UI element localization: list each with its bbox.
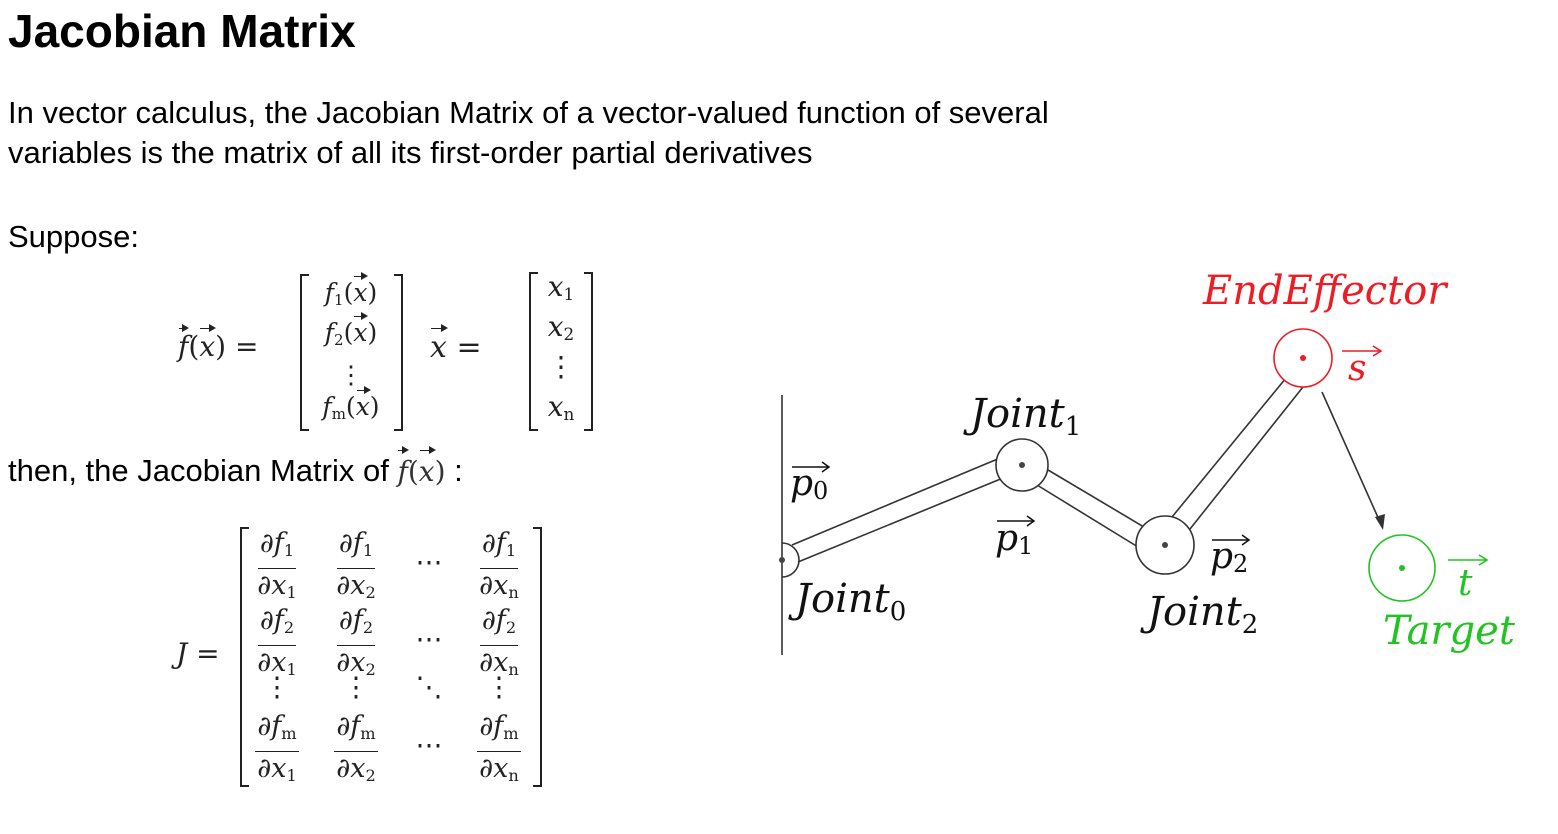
link-2	[1171, 377, 1304, 530]
arrow-head	[1375, 514, 1385, 530]
jacobian-partial-derivative: ∂fm∂x1	[255, 711, 299, 786]
f-of-x-lhs: f(x) =	[178, 324, 259, 363]
joint0-circle	[781, 542, 800, 578]
jacobian-partial-derivative: ∂f2∂x2	[336, 605, 376, 680]
end-effector-label: EndEffector	[1202, 268, 1449, 314]
jacobian-partial-derivative: ∂f1∂x1	[257, 528, 297, 603]
x-vector-entry: x2	[547, 310, 575, 345]
suppose-label: Suppose:	[8, 219, 139, 254]
x-vector-entry: xn	[547, 390, 575, 425]
target-circle	[1368, 534, 1436, 602]
jacobian-dots: ⋮	[342, 672, 370, 703]
jacobian-partial-derivative: ∂f1∂xn	[479, 528, 519, 603]
jacobian-dots: ⋮	[263, 672, 291, 703]
jacobian-dots: ⋯	[415, 547, 443, 578]
x-lhs: x =	[430, 324, 482, 365]
jacobian-dots: ⋯	[415, 730, 443, 761]
x-vector-entry: x1	[547, 270, 575, 305]
p1-label: p1	[995, 518, 1033, 560]
jacobian-partial-derivative: ∂f1∂x2	[336, 528, 376, 603]
f-matrix-entry: f1(x)	[324, 272, 378, 309]
then-line: then, the Jacobian Matrix of f(x) :	[8, 446, 463, 492]
direction-arrow	[1321, 391, 1381, 523]
t-vector-label: t	[1458, 563, 1473, 604]
x-vector-entry: ⋮	[547, 350, 575, 383]
jacobian-right-bracket	[533, 527, 542, 787]
jacobian-partial-derivative: ∂f2∂xn	[479, 605, 519, 680]
joint0-label: Joint0	[788, 576, 906, 627]
intro-line-1: In vector calculus, the Jacobian Matrix …	[8, 95, 1049, 130]
p0-label: p0	[790, 463, 828, 505]
joint2-label: Joint2	[1140, 589, 1258, 640]
s-vector-label: s	[1348, 348, 1366, 389]
jacobian-dots: ⋮	[485, 672, 513, 703]
x-matrix-right-bracket	[584, 272, 593, 431]
f-matrix-left-bracket	[300, 274, 309, 431]
joint1-label: Joint1	[963, 391, 1081, 442]
jacobian-dots: ⋯	[415, 624, 443, 655]
link-0	[791, 457, 1004, 563]
x-matrix-left-bracket	[529, 272, 538, 431]
jacobian-lhs: J =	[176, 637, 220, 670]
jacobian-left-bracket	[240, 527, 249, 787]
p2-label: p2	[1210, 536, 1248, 578]
f-matrix-entry: fm(x)	[322, 386, 380, 423]
jacobian-partial-derivative: ∂f2∂x1	[257, 605, 297, 680]
jacobian-partial-derivative: ∂fm∂x2	[334, 711, 378, 786]
f-matrix-entry: ⋮	[338, 360, 364, 389]
intro-line-2: variables is the matrix of all its first…	[8, 135, 813, 170]
jacobian-dots: ⋱	[415, 672, 443, 703]
slide-title: Jacobian Matrix	[8, 5, 356, 57]
target-label: Target	[1383, 608, 1516, 654]
f-matrix-entry: f2(x)	[324, 312, 378, 349]
link-1	[1036, 466, 1145, 548]
f-matrix-right-bracket	[394, 274, 403, 431]
jacobian-partial-derivative: ∂fm∂xn	[477, 711, 521, 786]
